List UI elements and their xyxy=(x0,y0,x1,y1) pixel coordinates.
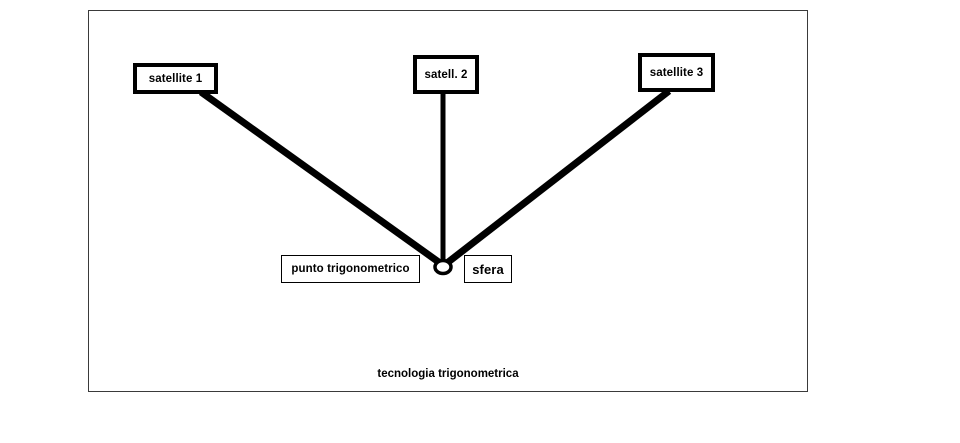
node-punto-trigonometrico-label: punto trigonometrico xyxy=(291,263,410,275)
node-satellite-2-label: satell. 2 xyxy=(424,68,468,81)
node-sfera[interactable]: sfera xyxy=(464,255,512,283)
node-sfera-label: sfera xyxy=(472,261,504,277)
node-satellite-2[interactable]: satell. 2 xyxy=(413,55,479,94)
diagram-caption: tecnologia trigonometrica xyxy=(377,368,519,380)
node-satellite-3-label: satellite 3 xyxy=(649,66,704,79)
node-punto-trigonometrico[interactable]: punto trigonometrico xyxy=(281,255,420,283)
node-satellite-3[interactable]: satellite 3 xyxy=(638,53,715,92)
node-satellite-1[interactable]: satellite 1 xyxy=(133,63,218,94)
node-satellite-1-label: satellite 1 xyxy=(148,72,203,85)
